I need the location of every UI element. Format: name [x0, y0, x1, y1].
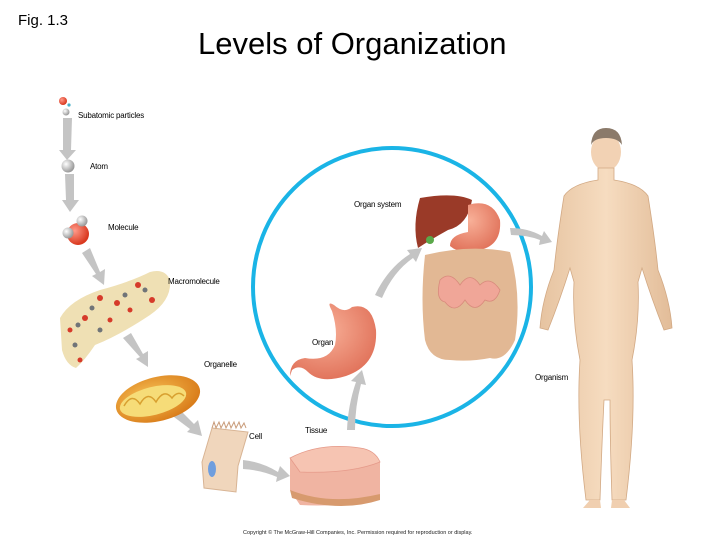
arrow-icon: [123, 333, 148, 367]
page-title: Levels of Organization: [198, 26, 507, 61]
organ-level-highlight-circle: [251, 146, 533, 428]
level-label-molecule: Molecule: [108, 223, 139, 232]
atom-icon: [61, 159, 75, 173]
arrow-icon: [510, 228, 552, 245]
tissue-icon: [289, 446, 381, 507]
human-body-icon: [539, 128, 673, 508]
level-label-organelle: Organelle: [204, 360, 237, 369]
progression-arrows: [59, 118, 552, 482]
mitochondrion-icon: [115, 375, 201, 423]
level-label-macromolecule: Macromolecule: [168, 277, 220, 286]
arrow-icon: [82, 248, 105, 285]
level-label-organ: Organ: [312, 338, 334, 347]
cell-icon: [201, 420, 249, 493]
arrow-icon: [347, 370, 366, 430]
macromolecule-icon: [60, 271, 171, 368]
level-label-organism: Organism: [535, 373, 569, 382]
arrow-icon: [62, 174, 79, 212]
figure-label: Fig. 1.3: [18, 12, 69, 29]
level-label-organ-system: Organ system: [354, 200, 402, 209]
level-label-subatomic-particles: Subatomic particles: [78, 111, 145, 120]
level-label-tissue: Tissue: [305, 426, 328, 435]
subatomic-particles-icon: [59, 97, 71, 116]
level-label-atom: Atom: [90, 162, 108, 171]
digestive-system-icon: [415, 195, 518, 361]
level-label-cell: Cell: [249, 432, 262, 441]
copyright-notice: Copyright © The McGraw-Hill Companies, I…: [243, 530, 473, 536]
molecule-icon: [62, 215, 89, 245]
stomach-icon: [290, 303, 377, 380]
arrow-icon: [375, 248, 422, 298]
arrow-icon: [243, 460, 290, 482]
arrow-icon: [59, 118, 76, 160]
